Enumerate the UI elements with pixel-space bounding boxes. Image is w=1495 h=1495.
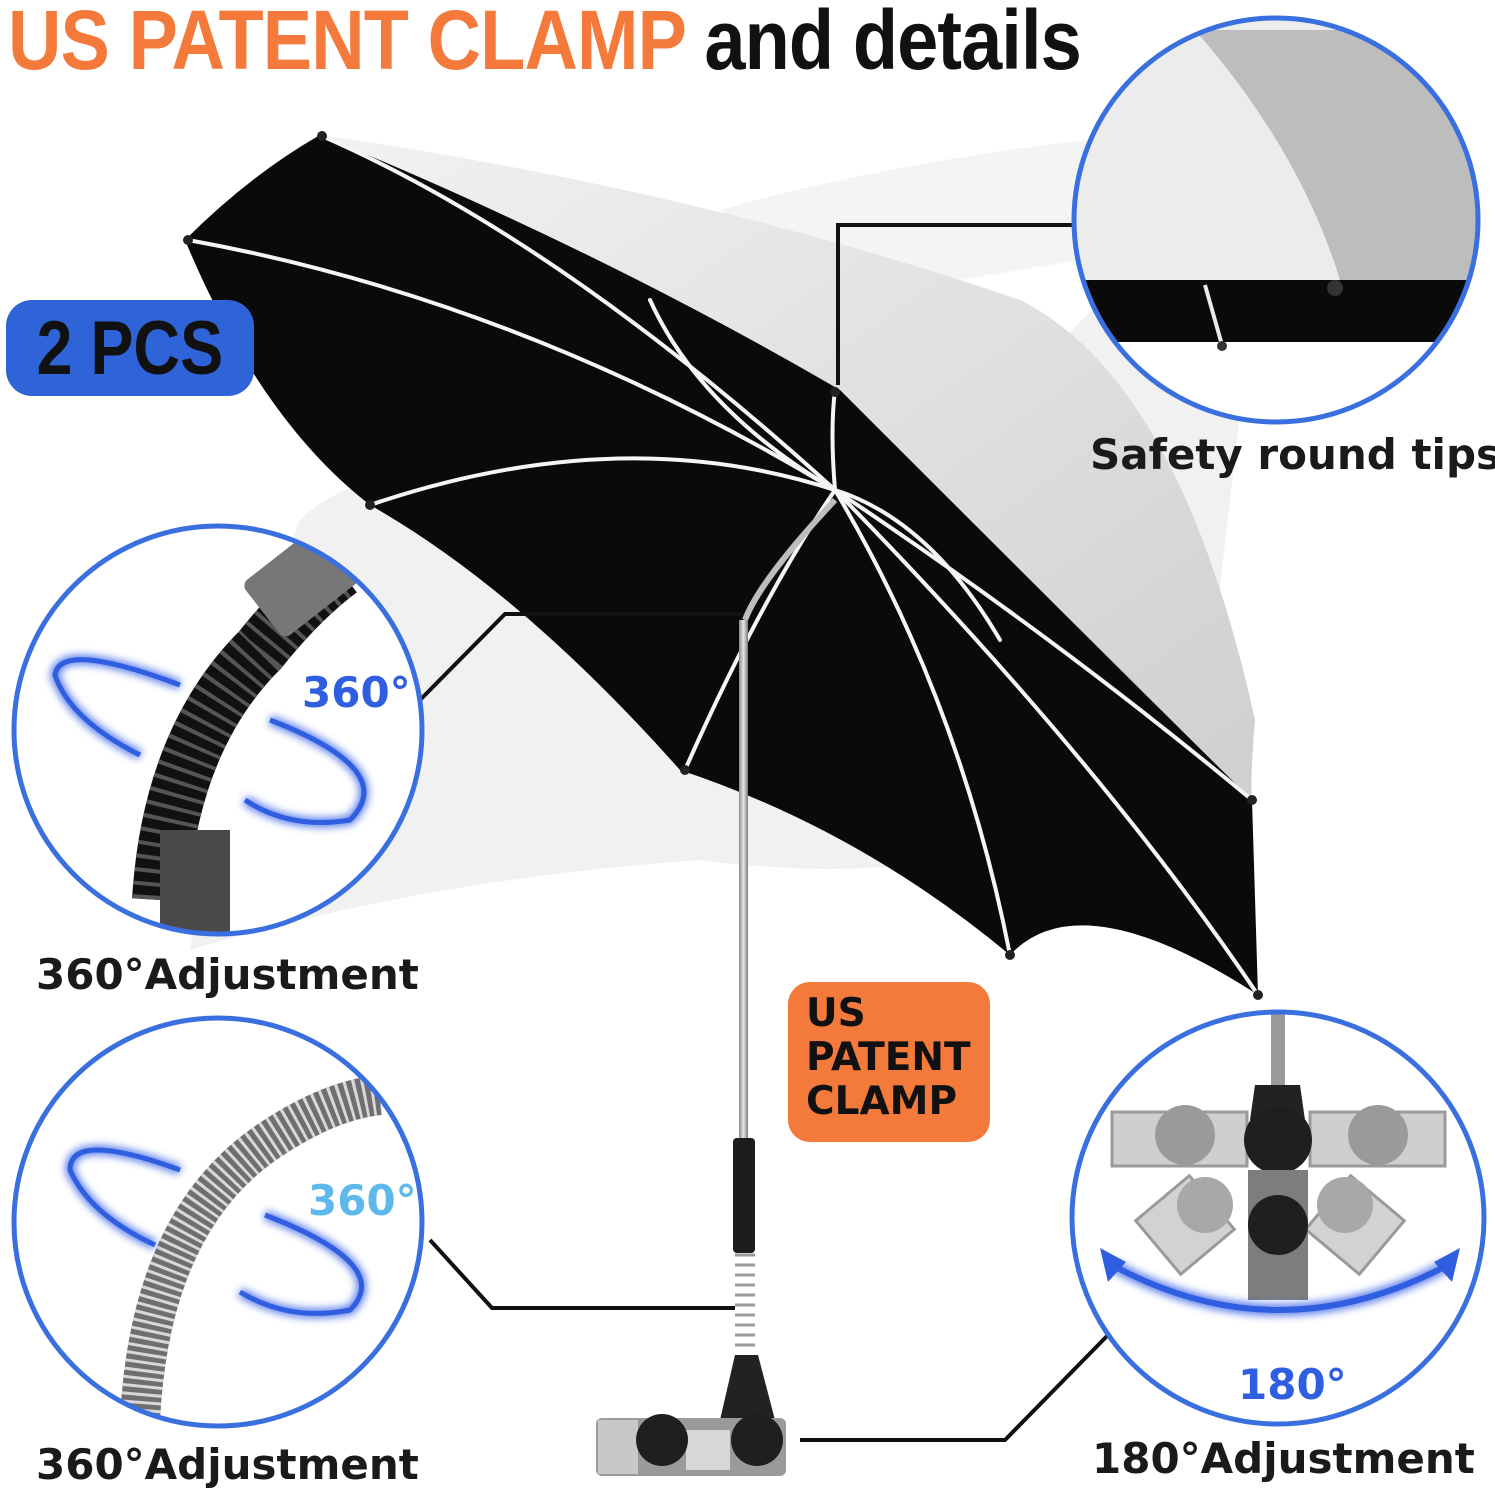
title-highlight: US PATENT CLAMP <box>8 0 686 87</box>
tips-caption: Safety round tips <box>1090 430 1495 479</box>
patent-line-3: CLAMP <box>806 1079 958 1124</box>
spring-degree: 360° <box>308 1176 417 1225</box>
clamp-caption: 180°Adjustment <box>1092 1434 1475 1483</box>
clamp-callout <box>1069 1009 1487 1427</box>
umbrella-pole <box>733 497 838 1347</box>
quantity-label: 2 PCS <box>36 305 224 391</box>
spring-callout <box>11 1015 425 1429</box>
patent-line-1: US <box>806 991 866 1036</box>
umbrella-canopy <box>183 131 1263 1000</box>
page-title: US PATENT CLAMP and details <box>8 0 1082 89</box>
quantity-badge: 2 PCS <box>6 300 254 396</box>
patent-badge: US PATENT CLAMP <box>788 982 990 1142</box>
joint-caption: 360°Adjustment <box>36 950 419 999</box>
clamp-degree: 180° <box>1238 1360 1347 1409</box>
clamp-body <box>596 1355 786 1476</box>
patent-line-2: PATENT <box>806 1035 971 1080</box>
joint-degree: 360° <box>302 668 411 717</box>
tips-callout <box>1071 15 1481 425</box>
spring-caption: 360°Adjustment <box>36 1440 419 1489</box>
connector-lines <box>418 223 1110 1442</box>
title-rest: and details <box>704 0 1081 87</box>
